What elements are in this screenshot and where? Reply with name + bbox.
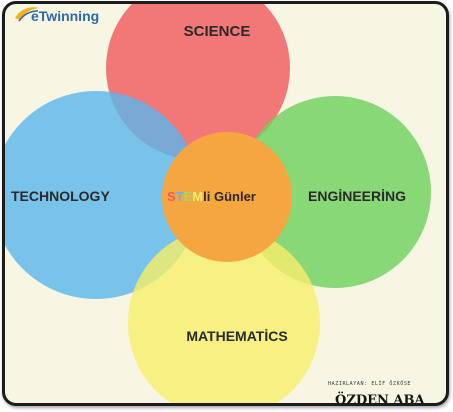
stem-letter-e: E — [184, 189, 193, 204]
etwinning-logo-text: eTwinning — [31, 8, 99, 24]
technology-label: TECHNOLOGY — [11, 188, 110, 204]
stem-letter-m: M — [192, 189, 203, 204]
etwinning-swoosh-icon — [15, 7, 39, 22]
center-suffix: li Günler — [203, 189, 256, 204]
stem-letter-t: T — [176, 189, 184, 204]
mathematics-circle — [128, 227, 320, 403]
engineering-circle — [239, 96, 431, 288]
etwinning-logo: eTwinning — [15, 7, 99, 24]
technology-circle — [5, 91, 200, 299]
science-label: SCIENCE — [184, 23, 251, 40]
credit-small-text: HAZIRLAYAN: ELİF ÖZKÖSE — [328, 380, 411, 387]
center-circle — [162, 132, 292, 262]
mathematics-label: MATHEMATİCS — [186, 328, 287, 344]
venn-diagram: SCIENCE TECHNOLOGY ENGİNEERİNG MATHEMATİ… — [5, 4, 431, 403]
stem-letter-s: S — [167, 189, 176, 204]
credit-big-text: ÖZDEN ABA — [335, 391, 425, 403]
engineering-label: ENGİNEERİNG — [308, 188, 406, 204]
stem-diagram-card: SCIENCE TECHNOLOGY ENGİNEERİNG MATHEMATİ… — [2, 1, 449, 406]
center-title: STEMli Günler — [167, 189, 256, 204]
